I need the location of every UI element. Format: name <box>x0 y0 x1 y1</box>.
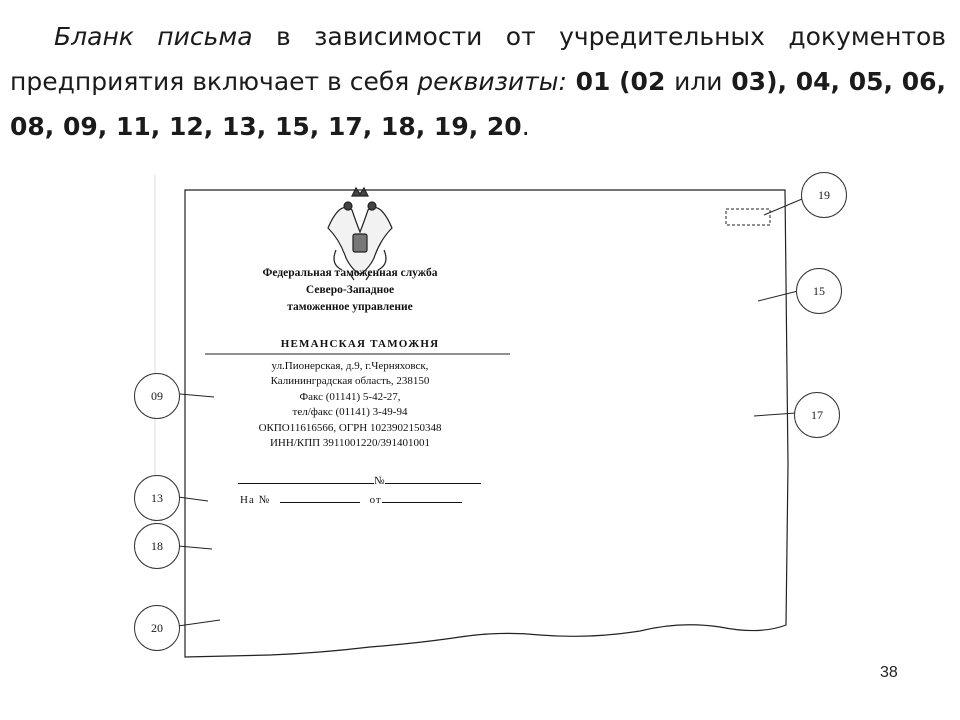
callout-19: 19 <box>801 172 847 218</box>
reg-number-row: № <box>238 473 481 487</box>
org-line-1: Федеральная таможенная служба <box>262 267 438 279</box>
callout-15: 15 <box>796 268 842 314</box>
intro-codes-2: 03), 04, 05, 06, 08, 09, 11, 12, 13, 15,… <box>10 67 947 141</box>
ref-row: На № от <box>240 492 462 506</box>
addr-line-5: ОКПО11616566, ОГРН 1023902150348 <box>258 421 442 434</box>
intro-paragraph: Бланк письма в зависимости от учредитель… <box>10 14 946 149</box>
callout-09: 09 <box>134 373 180 419</box>
mark-19-box <box>725 208 771 226</box>
letter-form-figure: Федеральная таможенная служба Северо-Зап… <box>120 165 860 670</box>
page-number: 38 <box>880 664 898 681</box>
callout-20: 20 <box>134 605 180 651</box>
intro-or: или <box>674 67 723 96</box>
addr-line-4: тел/факс (01141) 3-49-94 <box>292 406 408 419</box>
callout-13: 13 <box>134 475 180 521</box>
addr-line-2: Калининградская область, 238150 <box>270 375 430 388</box>
ref-from: от <box>369 494 382 506</box>
org-line-2: Северо-Западное <box>305 284 395 296</box>
coat-of-arms <box>327 186 393 281</box>
intro-text: в зависимости от учредительных документо… <box>10 22 947 96</box>
intro-term: реквизиты: <box>417 67 567 96</box>
intro-end: . <box>521 112 530 141</box>
intro-lead: Бланк письма <box>54 22 253 51</box>
callout-18: 18 <box>134 523 180 569</box>
intro-codes-1: 01 (02 <box>566 67 675 96</box>
callout-17: 17 <box>794 392 840 438</box>
sheet-outline <box>184 189 789 658</box>
addr-line-6: ИНН/КПП 3911001220/391401001 <box>269 437 430 450</box>
org-line-3: таможенное управление <box>287 301 413 313</box>
reg-number-sign: № <box>374 475 385 487</box>
addr-line-3: Факс (01141) 5-42-27, <box>299 390 401 403</box>
org-name: Федеральная таможенная служба Северо-Зап… <box>220 265 480 316</box>
address-block: ул.Пионерская, д.9, г.Черняховск, Калини… <box>220 359 480 451</box>
addr-line-1: ул.Пионерская, д.9, г.Черняховск, <box>271 360 429 372</box>
customs-name: НЕМАНСКАЯ ТАМОЖНЯ <box>280 338 440 350</box>
ref-prefix: На № <box>240 494 271 506</box>
